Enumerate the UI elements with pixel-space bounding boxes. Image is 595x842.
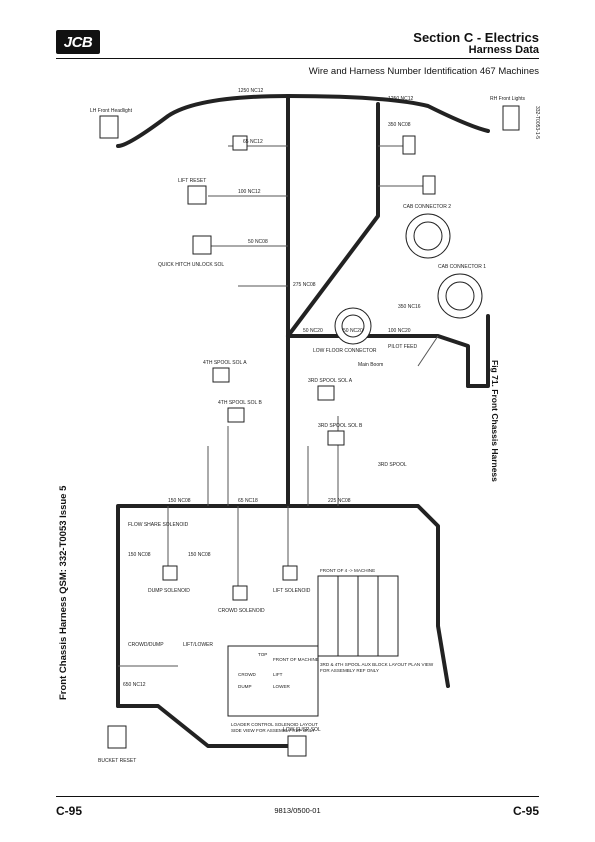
rh-front-lights-connector — [502, 105, 520, 131]
connector-label: LOW SUSP SOL — [283, 727, 321, 733]
spool-sol-b — [227, 407, 245, 423]
connector-label: DUMP SOLENOID — [148, 588, 190, 594]
solenoid-layout-title: LOADER CONTROL SOLENOID LAYOUT — [231, 722, 318, 727]
quick-hitch-connector — [192, 235, 212, 255]
drawing-part-number: 332-T0053-1-5 — [534, 106, 540, 139]
solenoid-layout-box — [227, 645, 319, 717]
wire-label: 65 NC12 — [243, 139, 263, 145]
trunk-right-arc — [286, 94, 490, 133]
wire-label: 150 NC08 — [168, 498, 191, 504]
connector-label: LIFT/LOWER — [183, 642, 213, 648]
spool-layout-front: FRONT OF 4 -> MACHINE — [320, 568, 375, 573]
solenoid-layout-front: FRONT OF MACHINE — [273, 657, 319, 662]
wire-label: 150 NC08 — [188, 552, 211, 558]
connector-label: PILOT FEED — [388, 344, 417, 350]
low-floor-connector-inner — [341, 314, 365, 338]
subsection-title: Harness Data — [468, 44, 539, 56]
lift-reset-connector — [187, 185, 207, 205]
wire-label: 275 NC08 — [293, 282, 316, 288]
wire-label: 150 NC08 — [128, 552, 151, 558]
cab-connector-2-inner — [413, 221, 443, 251]
connector-label: LOW FLOOR CONNECTOR — [313, 348, 377, 354]
connector-label: RH Front Lights — [490, 96, 526, 102]
connector-shapes — [99, 105, 520, 757]
connector-label: Main Boom — [358, 362, 383, 368]
harness-clip-block — [232, 135, 248, 151]
footer-rule — [56, 796, 539, 797]
wire-label: 50 NC20 — [343, 328, 363, 334]
connector-label: 3RD SPOOL SOL B — [318, 423, 363, 429]
solenoid-layout-item: DUMP — [238, 684, 252, 689]
solenoid-layout-item: TOP — [258, 652, 267, 657]
lift-solenoid — [282, 565, 298, 581]
wire-label: 1250 NC12 — [388, 96, 414, 102]
trunk-lower-feed — [116, 704, 290, 748]
solenoid-layout-item: CROWD — [238, 672, 257, 677]
trunk-lower-left — [116, 334, 290, 708]
dump-solenoid — [162, 565, 178, 581]
wire-label: 350 NC08 — [388, 122, 411, 128]
connector-label: LH Front Headlight — [90, 108, 133, 114]
section-title: Section C - Electrics — [413, 30, 539, 45]
solenoid-layout-note: SIDE VIEW FOR ASSEMBLY REF ONLY — [231, 728, 315, 733]
wire-label: 50 NC20 — [303, 328, 323, 334]
wire-label: 650 NC12 — [123, 682, 146, 688]
connector-labels: LH Front Headlight RH Front Lights LIFT … — [90, 96, 526, 764]
spool-layout-title: 3RD & 4TH SPOOL AUX BLOCK LAYOUT PLAN VI… — [320, 662, 434, 667]
wire-label: 100 NC12 — [238, 189, 261, 195]
key-box-labels: LOADER CONTROL SOLENOID LAYOUT SIDE VIEW… — [231, 568, 434, 733]
connector-label: 3RD SPOOL SOL A — [308, 378, 353, 384]
jcb-logo: JCB — [56, 30, 100, 54]
connector-label: CROWD SOLENOID — [218, 608, 265, 614]
connector-label: 3RD SPOOL — [378, 462, 407, 468]
connector-label: 4TH SPOOL SOL A — [203, 360, 247, 366]
spool-sol-a — [212, 367, 230, 383]
solenoid-layout-item: LIFT — [273, 672, 283, 677]
spool-3rd-a — [317, 385, 335, 401]
connector-label: LIFT RESET — [178, 178, 206, 184]
connector-label: 4TH SPOOL SOL B — [218, 400, 262, 406]
header-rule — [56, 58, 539, 59]
trunk-left-arc — [116, 94, 290, 148]
connector-label: BUCKET RESET — [98, 758, 136, 764]
clip-b — [422, 175, 436, 195]
spool-3rd-b — [327, 430, 345, 446]
clip-a — [402, 135, 416, 155]
harness-diagram: 1250 NC12 1250 NC12 350 NC08 65 NC12 100… — [90, 88, 540, 764]
key-boxes — [227, 575, 399, 717]
connector-label: CAB CONNECTOR 2 — [403, 204, 451, 210]
solenoid-layout-item: LOWER — [273, 684, 291, 689]
document-number: 9813/0500-01 — [274, 806, 321, 815]
trunk-spool-run — [286, 504, 450, 688]
wire-label: 225 NC08 — [328, 498, 351, 504]
connector-label: CROWD/DUMP — [128, 642, 164, 648]
lh-headlight-connector — [99, 115, 119, 139]
wire-label: 350 NC16 — [398, 304, 421, 310]
connector-label: FLOW SHARE SOLENOID — [128, 522, 189, 528]
spool-layout-note: FOR ASSEMBLY REF ONLY — [320, 668, 379, 673]
bucket-reset-connector — [107, 725, 127, 749]
wire-label: 100 NC20 — [388, 328, 411, 334]
trunk-diagonal — [286, 102, 380, 338]
crowd-solenoid — [232, 585, 248, 601]
page-number-right: C-95 — [512, 804, 539, 818]
wire-label: 1250 NC12 — [238, 88, 264, 94]
page-number-left: C-95 — [56, 804, 83, 818]
wire-label: 65 NC18 — [238, 498, 258, 504]
connector-label: LIFT SOLENOID — [273, 588, 311, 594]
cab-connector-1-inner — [445, 281, 475, 311]
page-subtitle: Wire and Harness Number Identification 4… — [308, 66, 539, 77]
connector-label: QUICK HITCH UNLOCK SOL — [158, 262, 224, 268]
wire-label: 50 NC08 — [248, 239, 268, 245]
trunk-cab-run — [466, 314, 490, 388]
connector-label: CAB CONNECTOR 1 — [438, 264, 486, 270]
wire-labels: 1250 NC12 1250 NC12 350 NC08 65 NC12 100… — [123, 88, 421, 688]
harness-side-title: Front Chassis Harness QSM: 332-T0053 Iss… — [58, 485, 69, 700]
low-susp-connector — [287, 735, 307, 757]
